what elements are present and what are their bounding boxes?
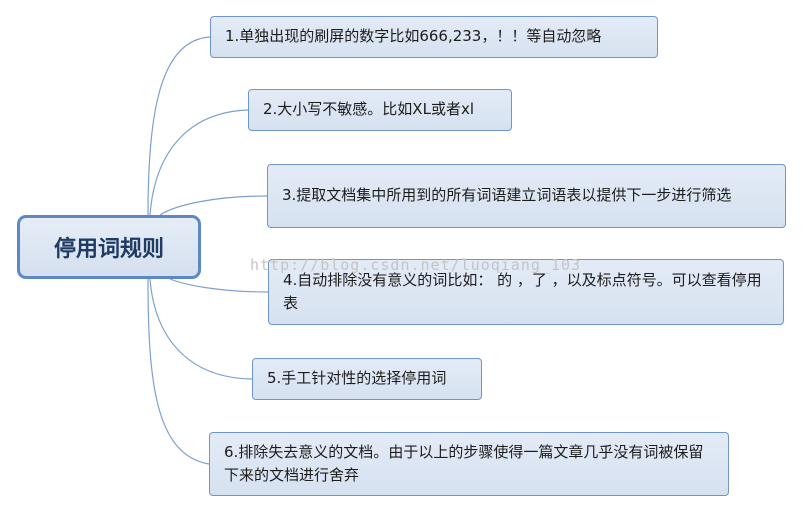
- rule-node-2[interactable]: 2.大小写不敏感。比如XL或者xl: [248, 89, 512, 131]
- rule-text-2: 2.大小写不敏感。比如XL或者xl: [263, 100, 474, 119]
- connector-rule-2: [149, 109, 249, 216]
- connector-rule-6: [147, 278, 210, 465]
- connector-rule-3: [159, 195, 268, 216]
- rule-text-3: 3.提取文档集中所用到的所有词语建立词语表以提供下一步进行筛选: [282, 186, 732, 205]
- rule-node-1[interactable]: 1.单独出现的刷屏的数字比如666,233，！！等自动忽略: [210, 16, 658, 58]
- connector-rule-4: [169, 278, 269, 293]
- connector-rule-5: [149, 278, 253, 380]
- rule-text-1: 1.单独出现的刷屏的数字比如666,233，！！等自动忽略: [225, 27, 602, 46]
- rule-node-5[interactable]: 5.手工针对性的选择停用词: [252, 358, 482, 400]
- connector-rule-1: [147, 36, 211, 216]
- rule-node-6[interactable]: 6.排除失去意义的文档。由于以上的步骤使得一篇文章几乎没有词被保留下来的文档进行…: [209, 432, 729, 496]
- rule-node-3[interactable]: 3.提取文档集中所用到的所有词语建立词语表以提供下一步进行筛选: [267, 164, 786, 228]
- rule-text-5: 5.手工针对性的选择停用词: [267, 369, 447, 388]
- rule-text-4: 4.自动排除没有意义的词比如： 的 ，了 ，以及标点符号。可以查看停用表: [283, 270, 762, 312]
- rule-node-4[interactable]: 4.自动排除没有意义的词比如： 的 ，了 ，以及标点符号。可以查看停用表: [268, 259, 784, 325]
- central-topic-label: 停用词规则: [53, 237, 164, 262]
- rule-text-6: 6.排除失去意义的文档。由于以上的步骤使得一篇文章几乎没有词被保留下来的文档进行…: [224, 442, 704, 484]
- central-topic[interactable]: 停用词规则: [17, 215, 201, 279]
